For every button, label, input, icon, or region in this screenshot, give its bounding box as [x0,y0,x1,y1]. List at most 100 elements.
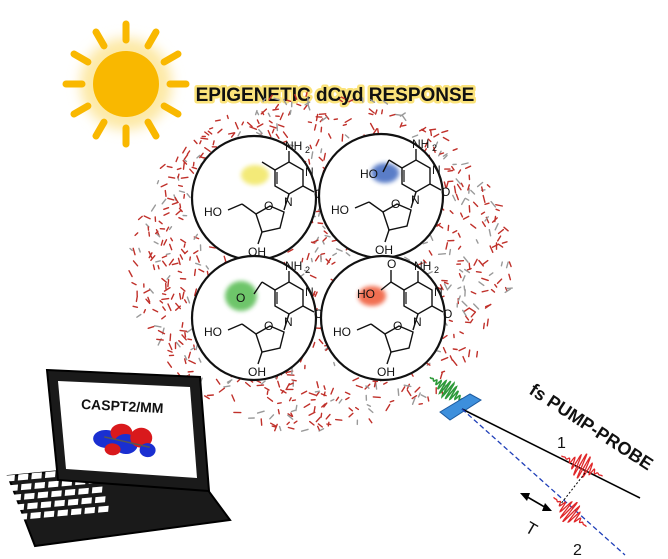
delay-label: T [522,518,540,540]
water-molecule [414,386,421,393]
water-molecule [266,396,274,402]
water-molecule [504,288,512,294]
water-molecule [443,181,447,189]
water-molecule [473,258,478,266]
water-molecule [186,192,191,199]
carboxyl-oxygen-label: O [387,257,396,271]
water-molecule [449,355,453,361]
water-molecule [303,269,310,274]
water-molecule [468,349,471,358]
water-molecule [443,154,448,160]
water-molecule [165,252,171,256]
water-molecule [368,418,373,424]
water-molecule [162,306,166,311]
water-molecule [161,315,167,320]
water-molecule [311,239,319,244]
water-molecule [457,286,462,290]
water-molecule [188,359,196,365]
water-molecule [148,288,154,294]
water-molecule [167,361,173,368]
water-molecule [268,94,273,101]
water-molecule [153,325,162,328]
water-molecule [163,212,170,216]
nitrogen-label: N [284,195,293,209]
molecule-frame [190,134,318,262]
delay-arrow-icon [520,493,552,511]
water-molecule [308,392,317,396]
water-molecule [287,426,295,430]
water-molecule [494,283,498,288]
water-molecule [375,381,378,390]
water-molecule [442,334,448,339]
water-molecule [481,289,489,293]
sun-ray [160,102,182,118]
water-molecule [320,393,327,397]
water-molecule [411,397,416,405]
water-molecule [475,271,482,273]
water-molecule [226,379,233,383]
water-molecule [314,247,319,253]
water-molecule [437,287,442,290]
water-molecule [203,395,210,400]
water-molecule [442,136,450,142]
nitrogen-label: N [432,163,441,177]
keyboard-key [31,472,42,480]
water-molecule [491,217,498,223]
water-molecule [223,385,231,388]
nitrogen-label: N [411,193,420,207]
water-molecule [200,137,209,140]
water-molecule [171,262,179,266]
keyboard-key [37,491,49,499]
water-molecule [303,104,308,110]
keyboard-key [0,476,2,483]
water-molecule [500,261,503,267]
water-molecule [382,99,389,105]
substituent-highlight [371,163,399,183]
water-molecule [310,257,313,263]
water-molecule [453,185,457,194]
water-molecule [175,209,182,216]
water-molecule [266,390,269,395]
water-molecule [452,194,456,202]
water-molecule [320,148,323,154]
water-molecule [491,243,500,249]
water-molecule [167,279,170,288]
water-molecule [317,425,320,431]
water-molecule [313,123,317,131]
probe-pulse [553,496,587,528]
water-molecule [217,128,223,134]
keyboard-key [0,504,11,512]
orbital-lobe [104,443,121,456]
water-molecule [246,121,253,128]
water-molecule [445,181,449,189]
water-molecule [156,338,164,341]
pump-pulse [561,453,603,479]
nucleoside-grid: NH2NONOHOOHNH2NONHOOHOOHNH2NONOOHOOHNH2N… [190,132,452,382]
water-molecule [165,226,170,232]
water-molecule [169,333,172,342]
hydroxyl-label: OH [375,243,393,257]
water-molecule [365,385,370,389]
keyboard-key [27,502,38,510]
water-molecule [182,161,186,170]
water-molecule [461,197,466,206]
water-molecule [433,146,436,154]
water-molecule [307,121,313,124]
water-molecule [270,422,277,427]
water-molecule [470,291,477,295]
water-molecule [168,243,173,251]
water-molecule [230,132,236,138]
water-molecule [475,239,479,244]
water-molecule [447,224,450,232]
keyboard-key [13,503,25,511]
keyboard-key [34,482,46,489]
water-molecule [317,423,323,428]
keyboard-key [94,496,106,504]
water-molecule [181,322,184,328]
water-molecule [461,162,469,166]
water-molecule [166,275,171,280]
water-molecule [463,307,470,313]
water-molecule [464,268,471,274]
